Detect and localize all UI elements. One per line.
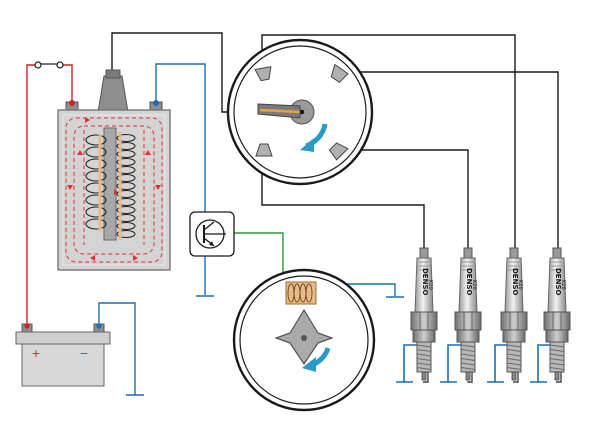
pickup-coil [285, 281, 317, 305]
ignition-switch [34, 61, 64, 69]
ground-symbols [126, 295, 554, 396]
battery-negative-label: − [79, 347, 88, 360]
distributor-rotor [257, 99, 315, 125]
spark-plug-brand: DENSO [511, 268, 519, 295]
spark-plug-model: K20 [471, 280, 477, 290]
spark-plug-model: K20 [427, 280, 433, 290]
trigger-wheel [232, 268, 376, 412]
secondary-winding [116, 132, 136, 240]
spark-plug-brand: DENSO [554, 268, 562, 295]
transistor-switch [189, 211, 235, 257]
primary-winding [85, 134, 107, 232]
battery-positive-label: + [31, 347, 40, 360]
distributor-cap [226, 38, 374, 186]
spark-plug-model: K20 [560, 280, 566, 290]
spark-plug-model: K20 [517, 280, 523, 290]
spark-plug-brand: DENSO [465, 268, 473, 295]
spark-plug-brand: DENSO [421, 268, 429, 295]
wire-trigger-signal [226, 232, 284, 285]
battery: + − [15, 323, 111, 387]
magnetic-field-lines [65, 117, 163, 263]
wire-battery-positive [26, 64, 73, 325]
ignition-coil [57, 69, 171, 271]
